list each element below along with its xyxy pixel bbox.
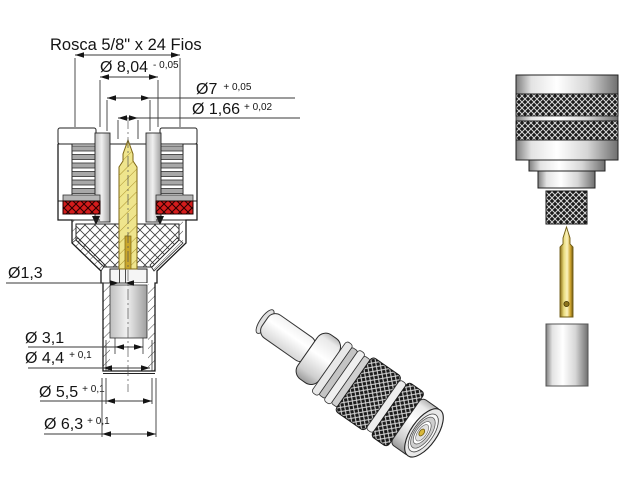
iso-face <box>404 408 444 458</box>
dim-label-1-66: Ø 1,66+ 0,02 <box>192 101 273 118</box>
dim-label-6-3: Ø 6,3+ 0,1 <box>44 416 110 433</box>
dim-label-5-5: Ø 5,5+ 0,1 <box>39 384 105 401</box>
dim-label-7: Ø7+ 0,05 <box>196 81 252 98</box>
dimension-rosca: Rosca 5/8" x 24 Fios <box>50 36 202 127</box>
dim-label-3-1: Ø 3,1 <box>25 330 64 347</box>
iso-center-pin <box>418 428 426 437</box>
dimension-5-5: Ø 5,5+ 0,1 <box>39 378 153 404</box>
dimension-6-3: Ø 6,3+ 0,1 <box>44 378 157 437</box>
body-wall-right <box>182 143 198 202</box>
exploded-crimp-sleeve <box>545 190 588 225</box>
dimension-3-1: Ø 3,1 <box>25 330 143 350</box>
dimension-1-66: Ø 1,66+ 0,02 <box>117 101 300 139</box>
dimension-7: Ø7+ 0,05 <box>106 81 295 131</box>
dimension-1-3: Ø1,3 <box>6 265 134 286</box>
exploded-center-pin <box>559 225 574 318</box>
dim-label-8-04: Ø 8,04- 0,05 <box>100 59 179 76</box>
section-view: Rosca 5/8" x 24 Fios Ø 8,04- 0,05 Ø7+ 0,… <box>6 36 300 437</box>
exploded-knurl-band-2 <box>515 120 619 141</box>
dimension-4-4: Ø 4,4+ 0,1 <box>25 350 150 371</box>
gasket-right <box>155 200 194 215</box>
exploded-knurl-band-1 <box>515 93 619 117</box>
exploded-ferrule <box>545 323 589 387</box>
dim-label-4-4: Ø 4,4+ 0,1 <box>25 350 92 367</box>
pin-solder-hole <box>563 300 570 307</box>
exploded-view <box>515 74 619 387</box>
exploded-body <box>515 74 619 189</box>
body-wall-left <box>57 143 73 202</box>
gasket-left <box>62 200 101 215</box>
dim-label-1-3: Ø1,3 <box>8 265 43 282</box>
iso-view <box>255 309 444 458</box>
dim-label-rosca: Rosca 5/8" x 24 Fios <box>50 36 202 54</box>
stem <box>103 283 155 374</box>
neck <box>109 268 148 284</box>
cap-left <box>57 127 97 145</box>
cap-right <box>159 127 198 145</box>
dimension-8-04: Ø 8,04- 0,05 <box>99 59 179 127</box>
